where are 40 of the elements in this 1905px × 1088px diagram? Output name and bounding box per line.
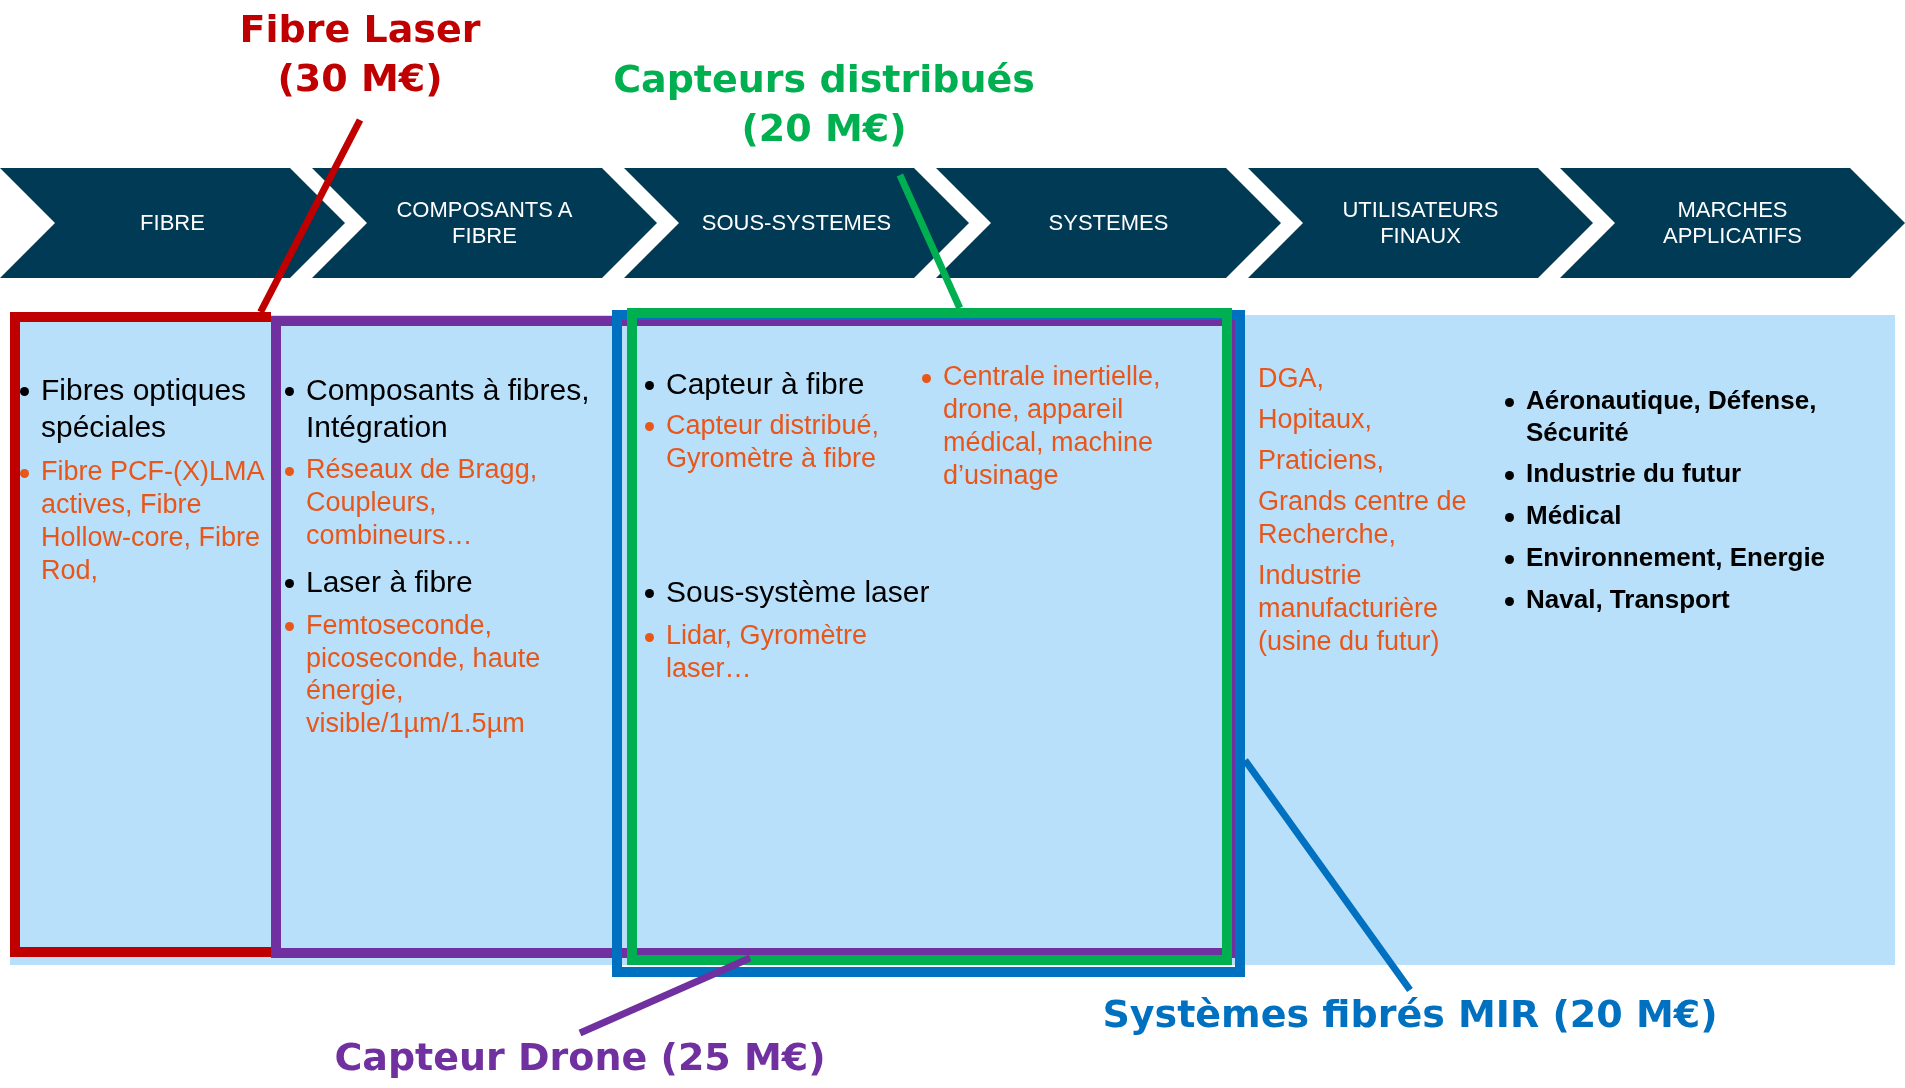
list-item: Fibres optiques spéciales: [41, 372, 248, 445]
outline-frame: [10, 312, 271, 957]
chevron-stage: [1248, 168, 1593, 278]
list-item: Sous-système laser: [666, 574, 930, 611]
stage-label: SYSTEMES: [1047, 209, 1170, 237]
list-item: Hopitaux,: [1258, 402, 1373, 436]
list-item: Lidar, Gyromètre laser…: [666, 619, 869, 685]
list-item: Réseaux de Bragg, Coupleurs, combineurs…: [306, 453, 539, 552]
list-item: Naval, Transport: [1526, 583, 1730, 616]
chevron-stage: [1560, 168, 1905, 278]
list-item: Praticiens,: [1258, 443, 1385, 477]
stage-label: MARCHES APPLICATIFS: [1662, 196, 1803, 250]
group-title: Systèmes fibrés MIR (20 M€): [1080, 990, 1740, 1040]
stage-label: SOUS-SYSTEMES: [700, 209, 893, 237]
list-item: Femtoseconde, picoseconde, haute énergie, visible/1µm/1.5µm: [306, 608, 542, 741]
stage-label: COMPOSANTS A FIBRE: [395, 196, 574, 250]
list-item: Centrale inertielle, drone, appareil médical, machine d’usinage: [943, 360, 1162, 492]
chevron-stage: [936, 168, 1281, 278]
list-item: Industrie du futur: [1526, 458, 1742, 491]
leader-line: [1242, 758, 1413, 993]
list-item: Industrie manufacturière (usine du futur): [1258, 558, 1441, 658]
chevron-stage: [0, 168, 345, 278]
group-title: Fibre Laser (30 M€): [210, 5, 510, 104]
chevron-stage: [624, 168, 969, 278]
stage-label: FIBRE: [139, 209, 206, 237]
list-item: Capteur distribué, Gyromètre à fibre: [666, 408, 881, 475]
list-item: Composants à fibres, Intégration: [306, 372, 591, 445]
list-item: Capteur à fibre: [666, 366, 865, 402]
group-title: Capteurs distribués (20 M€): [594, 55, 1054, 154]
list-item: Aéronautique, Défense, Sécurité: [1526, 385, 1818, 449]
list-item: Laser à fibre: [306, 564, 473, 600]
list-item: Environnement, Energie: [1526, 541, 1826, 574]
leader-line: [896, 173, 963, 310]
chevron-stage: [312, 168, 657, 278]
list-item: Médical: [1526, 500, 1622, 532]
group-title: Capteur Drone (25 M€): [300, 1033, 860, 1083]
stage-label: UTILISATEURS FINAUX: [1341, 196, 1500, 250]
list-item: DGA,: [1258, 362, 1324, 395]
list-item: Fibre PCF-(X)LMA actives, Fibre Hollow-core, Fibre Rod,: [41, 455, 265, 587]
list-item: Grands centre de Recherche,: [1258, 484, 1468, 551]
